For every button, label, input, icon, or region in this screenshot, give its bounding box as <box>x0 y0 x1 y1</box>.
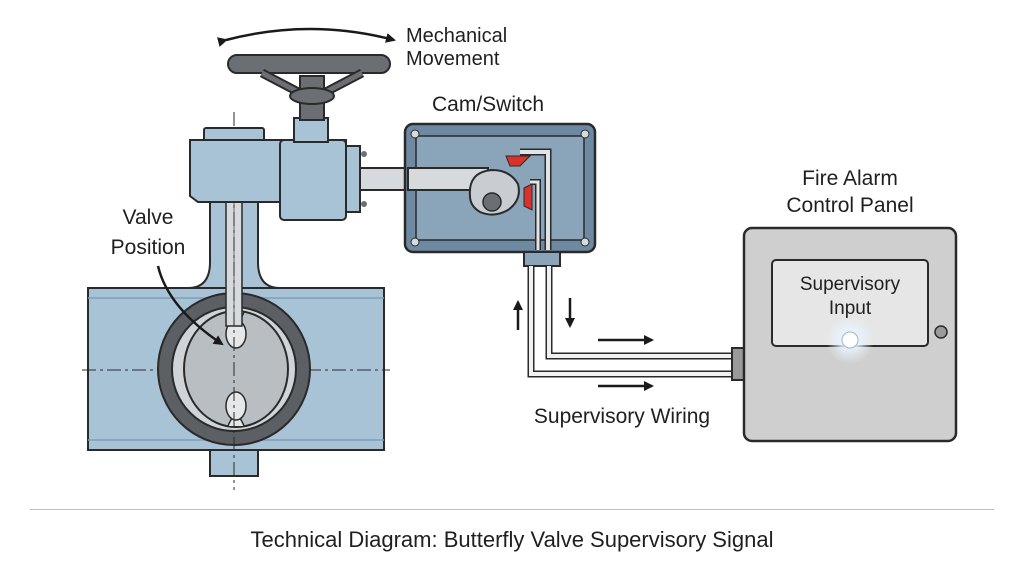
caption-divider <box>30 509 994 510</box>
gearbox <box>189 117 367 221</box>
fire-alarm-label-line1: Fire Alarm <box>802 167 898 190</box>
supervisory-wiring <box>527 266 734 378</box>
supervisory-wiring-label: Supervisory Wiring <box>534 405 710 428</box>
light-icon <box>826 316 874 364</box>
supervisory-input-label-line1: Supervisory <box>800 274 901 295</box>
cam-switch-box <box>403 122 597 254</box>
diagram-caption: Technical Diagram: Butterfly Valve Super… <box>250 527 774 552</box>
fire-alarm-label-line2: Control Panel <box>786 194 913 217</box>
mechanical-movement-label-line1: Mechanical <box>406 25 507 47</box>
conduit-fitting <box>523 251 561 267</box>
handwheel-icon <box>227 54 391 121</box>
valve-position-pointer <box>156 265 224 346</box>
mechanical-movement-label-line2: Movement <box>406 48 500 70</box>
supervisory-input-label-line2: Input <box>829 298 872 319</box>
valve-position-label-line1: Valve <box>123 206 174 229</box>
valve-position-label-line2: Position <box>111 236 186 259</box>
linkage-shaft <box>359 167 409 191</box>
cam-switch-label: Cam/Switch <box>432 93 544 116</box>
signal-arrows <box>513 298 654 391</box>
double-arrow-icon <box>216 27 396 47</box>
